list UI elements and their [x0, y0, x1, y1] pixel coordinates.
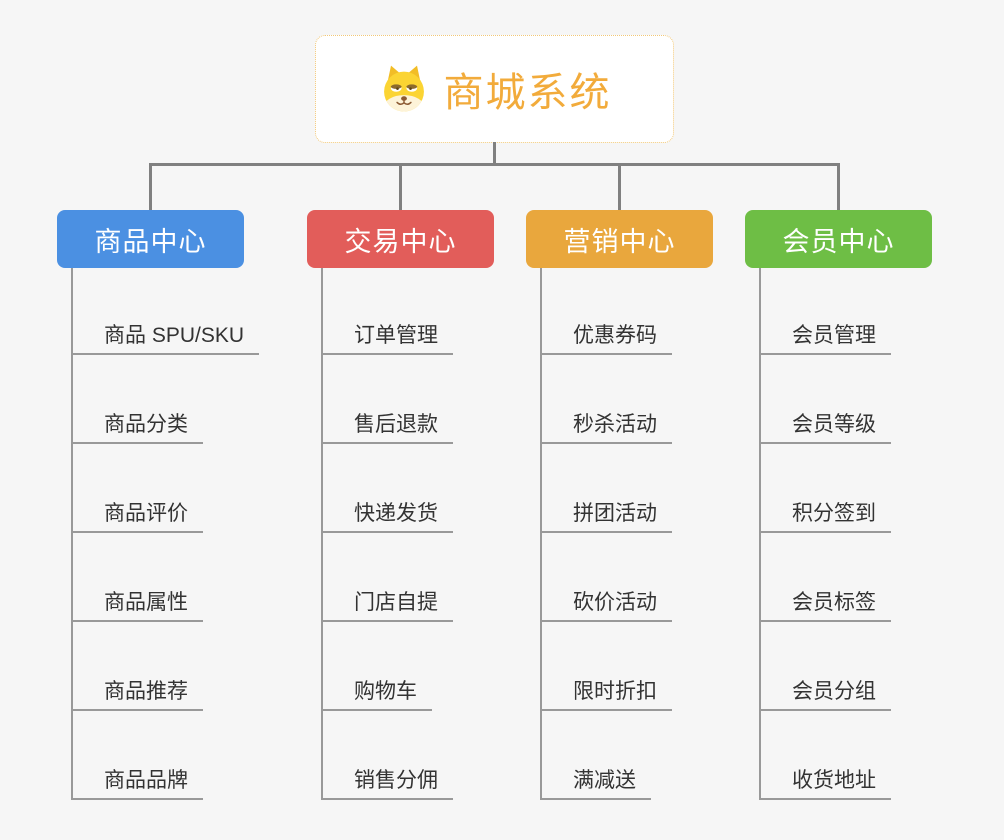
leaf-column-marketing: 优惠券码 秒杀活动 拼团活动 砍价活动 限时折扣 满减送	[540, 268, 672, 800]
leaf-node[interactable]: 限时折扣	[542, 675, 672, 711]
leaf-node[interactable]: 快递发货	[323, 497, 453, 533]
connector-horizontal-bus	[149, 163, 840, 166]
connector-root-stem	[493, 142, 496, 164]
leaf-node[interactable]: 订单管理	[323, 319, 453, 355]
leaf-node[interactable]: 商品 SPU/SKU	[73, 319, 260, 355]
branch-label: 营销中心	[563, 226, 676, 257]
leaf-node[interactable]: 售后退款	[323, 408, 453, 444]
leaf-node[interactable]: 商品属性	[73, 586, 203, 622]
leaf-node[interactable]: 商品分类	[73, 408, 203, 444]
branch-label: 交易中心	[344, 226, 457, 257]
branch-node-product-center[interactable]: 商品中心	[57, 210, 244, 268]
root-node-mall-system[interactable]: 商城系统	[315, 35, 674, 143]
branch-node-trade-center[interactable]: 交易中心	[307, 210, 494, 268]
leaf-column-product: 商品 SPU/SKU 商品分类 商品评价 商品属性 商品推荐 商品品牌	[71, 268, 260, 800]
connector-drop-marketing	[618, 164, 621, 210]
leaf-node[interactable]: 优惠券码	[542, 319, 672, 355]
leaf-node[interactable]: 秒杀活动	[542, 408, 672, 444]
branch-label: 会员中心	[782, 226, 895, 257]
connector-drop-member	[837, 164, 840, 210]
leaf-node[interactable]: 会员等级	[761, 408, 891, 444]
branch-node-marketing-center[interactable]: 营销中心	[526, 210, 713, 268]
leaf-column-trade: 订单管理 售后退款 快递发货 门店自提 购物车 销售分佣	[321, 268, 453, 800]
leaf-column-member: 会员管理 会员等级 积分签到 会员标签 会员分组 收货地址	[759, 268, 891, 800]
leaf-node[interactable]: 砍价活动	[542, 586, 672, 622]
leaf-node[interactable]: 商品品牌	[73, 764, 203, 800]
branch-label: 商品中心	[94, 226, 207, 257]
leaf-node[interactable]: 销售分佣	[323, 764, 453, 800]
root-node-label: 商城系统	[443, 71, 612, 115]
dog-face-icon	[378, 63, 430, 115]
leaf-node[interactable]: 会员管理	[761, 319, 891, 355]
leaf-node[interactable]: 购物车	[323, 675, 432, 711]
leaf-node[interactable]: 商品推荐	[73, 675, 203, 711]
leaf-node[interactable]: 会员分组	[761, 675, 891, 711]
leaf-node[interactable]: 拼团活动	[542, 497, 672, 533]
connector-drop-product	[149, 164, 152, 210]
leaf-node[interactable]: 满减送	[542, 764, 651, 800]
leaf-node[interactable]: 收货地址	[761, 764, 891, 800]
leaf-node[interactable]: 门店自提	[323, 586, 453, 622]
branch-node-member-center[interactable]: 会员中心	[745, 210, 932, 268]
leaf-node[interactable]: 商品评价	[73, 497, 203, 533]
leaf-node[interactable]: 会员标签	[761, 586, 891, 622]
leaf-node[interactable]: 积分签到	[761, 497, 891, 533]
connector-drop-trade	[399, 164, 402, 210]
